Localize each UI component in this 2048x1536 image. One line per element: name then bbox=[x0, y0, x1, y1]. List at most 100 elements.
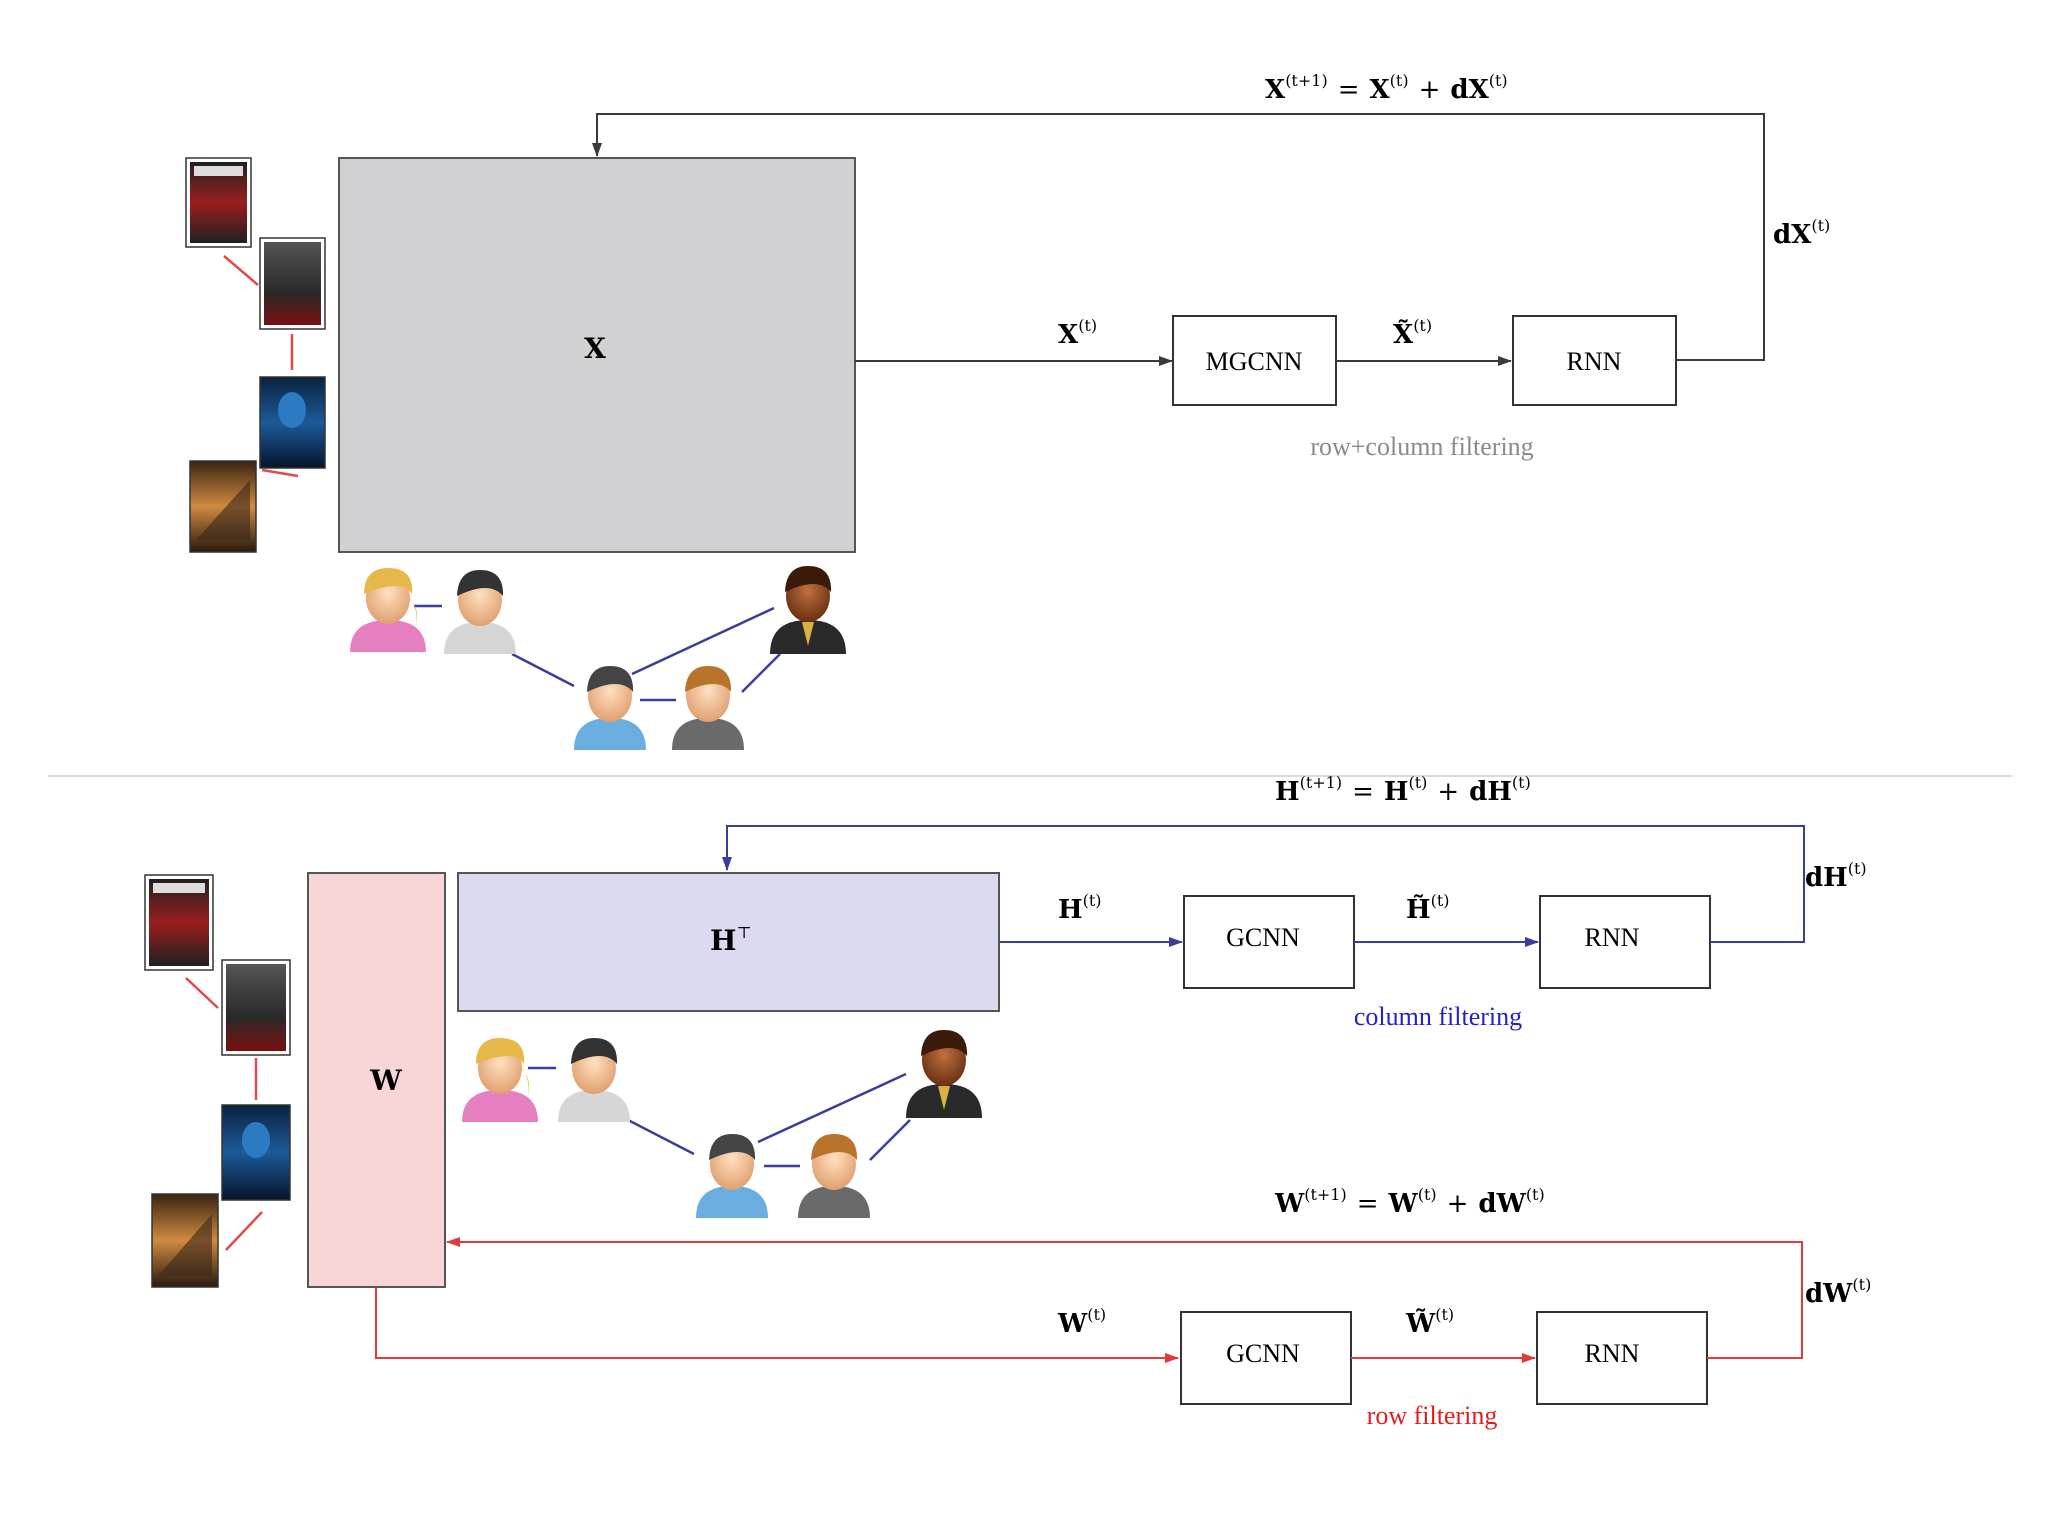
w-mid-label: W̃(t) bbox=[1405, 1305, 1454, 1339]
top-eq-r2: dX bbox=[1450, 75, 1489, 105]
x-matrix-label: X bbox=[584, 332, 606, 365]
h-input-main: H bbox=[1058, 895, 1083, 925]
user-avatar bbox=[770, 566, 846, 654]
h-gcnn-block bbox=[1183, 895, 1355, 989]
top-user-graph bbox=[350, 566, 846, 750]
w-eq-r1: W bbox=[1388, 1189, 1419, 1219]
top-input-sup: (t) bbox=[1078, 316, 1097, 335]
h-mid-main: H̃ bbox=[1406, 894, 1431, 925]
h-input-sup: (t) bbox=[1083, 891, 1102, 910]
h-eq-r2: dH bbox=[1469, 777, 1512, 807]
poster-django-top bbox=[259, 237, 326, 330]
w-filter-caption: row filtering bbox=[1367, 1401, 1498, 1430]
w-input-arrow bbox=[375, 1287, 1179, 1363]
top-eq-lhs: X bbox=[1265, 75, 1286, 105]
w-rnn-label: RNN bbox=[1585, 1339, 1640, 1368]
user-avatar bbox=[696, 1134, 768, 1218]
user-avatar bbox=[906, 1030, 982, 1118]
w-mid-main: W̃ bbox=[1405, 1308, 1436, 1339]
top-feedback-sup: (t) bbox=[1811, 216, 1830, 235]
mgcnn-block bbox=[1172, 315, 1337, 406]
h-feedback-sup: (t) bbox=[1848, 859, 1867, 878]
h-transpose-main: H bbox=[710, 924, 736, 957]
h-mid-sup: (t) bbox=[1431, 891, 1450, 910]
w-feedback-sup: (t) bbox=[1852, 1275, 1871, 1294]
w-eq-r2-sup: (t) bbox=[1526, 1185, 1545, 1204]
top-mid-sup: (t) bbox=[1413, 316, 1432, 335]
h-eq-equals: = bbox=[1352, 777, 1374, 807]
poster-inglourious-basterds-bottom bbox=[144, 874, 214, 971]
w-eq-lhs: W bbox=[1274, 1189, 1305, 1219]
h-feedback-main: dH bbox=[1805, 863, 1848, 893]
top-feedback-label: dX(t) bbox=[1773, 216, 1830, 250]
w-matrix bbox=[307, 872, 446, 1288]
w-rnn-block bbox=[1536, 1311, 1708, 1405]
user-avatar bbox=[350, 568, 426, 652]
w-update-equation: W(t+1)=W(t)+dW(t) bbox=[1274, 1185, 1545, 1219]
top-filter-caption: row+column filtering bbox=[1310, 432, 1533, 461]
h-transpose-matrix bbox=[457, 872, 1000, 1012]
w-gcnn-block bbox=[1180, 1311, 1352, 1405]
h-eq-r2-sup: (t) bbox=[1512, 773, 1531, 792]
user-avatar bbox=[798, 1134, 870, 1218]
h-filter-caption: column filtering bbox=[1354, 1002, 1522, 1031]
w-feedback-line bbox=[446, 1237, 1803, 1359]
x-matrix bbox=[338, 157, 856, 553]
w-feedback-main: dW bbox=[1805, 1279, 1853, 1309]
w-matrix-label: W bbox=[369, 1064, 402, 1097]
h-mid-label: H̃(t) bbox=[1406, 891, 1450, 925]
top-rnn-block bbox=[1512, 315, 1677, 406]
w-input-label: W(t) bbox=[1057, 1305, 1106, 1339]
top-feedback-line bbox=[592, 113, 1765, 361]
top-eq-equals: = bbox=[1338, 75, 1360, 105]
w-eq-r2: dW bbox=[1478, 1189, 1526, 1219]
top-feedback-main: dX bbox=[1773, 220, 1812, 250]
top-input-main: X bbox=[1058, 320, 1079, 350]
h-input-label: H(t) bbox=[1058, 891, 1102, 925]
h-rnn-block bbox=[1539, 895, 1711, 989]
h-transpose-label: H⊤ bbox=[710, 923, 752, 957]
poster-inglourious-basterds-top bbox=[185, 157, 252, 248]
h-eq-r1: H bbox=[1384, 777, 1409, 807]
w-eq-r1-sup: (t) bbox=[1418, 1185, 1437, 1204]
h-transpose-sup: ⊤ bbox=[736, 923, 751, 942]
user-avatar bbox=[574, 666, 646, 750]
h-rnn-label: RNN bbox=[1585, 923, 1640, 952]
user-avatar bbox=[462, 1038, 538, 1122]
user-avatar bbox=[672, 666, 744, 750]
poster-titanic-bottom bbox=[151, 1193, 219, 1288]
top-update-equation: X(t+1)=X(t)+dX(t) bbox=[1265, 71, 1508, 105]
poster-titanic-top bbox=[189, 460, 257, 553]
mgcnn-label: MGCNN bbox=[1206, 347, 1303, 376]
w-eq-lhs-sup: (t+1) bbox=[1304, 1185, 1347, 1204]
top-eq-r1-sup: (t) bbox=[1390, 71, 1409, 90]
h-eq-lhs-sup: (t+1) bbox=[1300, 773, 1343, 792]
bottom-user-graph bbox=[462, 1030, 982, 1218]
top-mid-label: X̃(t) bbox=[1393, 316, 1432, 350]
poster-avatar-bottom bbox=[221, 1104, 291, 1201]
top-input-label: X(t) bbox=[1058, 316, 1097, 350]
w-input-main: W bbox=[1057, 1309, 1088, 1339]
w-mid-sup: (t) bbox=[1435, 1305, 1454, 1324]
bottom-movie-graph bbox=[144, 874, 291, 1288]
w-gcnn-label: GCNN bbox=[1226, 1339, 1300, 1368]
h-eq-plus: + bbox=[1437, 777, 1459, 807]
user-avatar bbox=[444, 570, 516, 654]
top-eq-lhs-sup: (t+1) bbox=[1285, 71, 1328, 90]
poster-django-bottom bbox=[221, 959, 291, 1056]
h-gcnn-label: GCNN bbox=[1226, 923, 1300, 952]
w-eq-plus: + bbox=[1447, 1189, 1469, 1219]
h-update-equation: H(t+1)=H(t)+dH(t) bbox=[1275, 773, 1531, 807]
user-avatar bbox=[558, 1038, 630, 1122]
poster-avatar-top bbox=[259, 376, 326, 469]
w-input-sup: (t) bbox=[1087, 1305, 1106, 1324]
w-eq-equals: = bbox=[1357, 1189, 1379, 1219]
h-eq-r1-sup: (t) bbox=[1408, 773, 1427, 792]
h-eq-lhs: H bbox=[1275, 777, 1300, 807]
h-feedback-label: dH(t) bbox=[1805, 859, 1867, 893]
top-eq-r2-sup: (t) bbox=[1489, 71, 1508, 90]
top-movie-graph bbox=[185, 157, 326, 553]
top-eq-plus: + bbox=[1419, 75, 1441, 105]
